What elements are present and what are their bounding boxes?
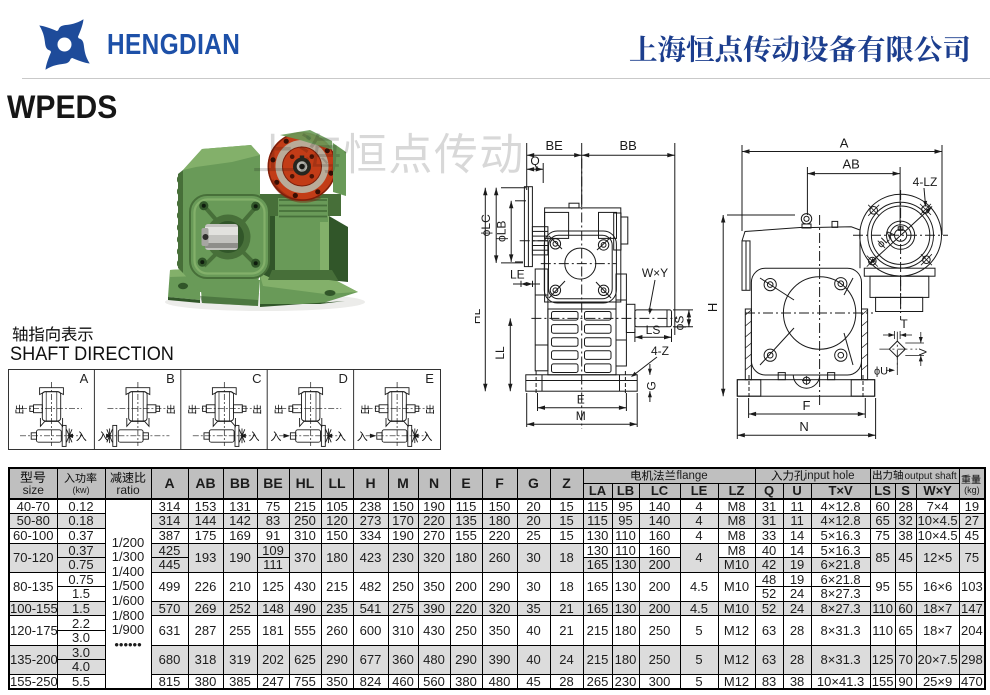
svg-text:E: E	[425, 371, 434, 386]
svg-text:B: B	[166, 371, 175, 386]
svg-text:A: A	[80, 371, 89, 386]
svg-text:LL: LL	[493, 346, 507, 360]
svg-text:ϕLA: ϕLA	[875, 228, 898, 251]
svg-text:T: T	[900, 317, 908, 331]
svg-text:W×Y: W×Y	[642, 266, 668, 280]
svg-text:ϕS: ϕS	[672, 316, 686, 331]
svg-text:ϕU: ϕU	[874, 366, 888, 378]
svg-text:BE: BE	[546, 138, 564, 153]
svg-text:Q: Q	[530, 154, 539, 168]
svg-text:BB: BB	[620, 138, 637, 153]
svg-text:AB: AB	[843, 157, 860, 172]
svg-text:C: C	[252, 371, 261, 386]
svg-text:M: M	[576, 409, 586, 423]
svg-text:ϕLC: ϕLC	[479, 214, 493, 236]
svg-text:E: E	[577, 393, 585, 407]
svg-text:G: G	[645, 381, 659, 390]
svg-text:HL: HL	[475, 308, 483, 324]
svg-text:F: F	[803, 398, 811, 413]
svg-text:H: H	[705, 303, 720, 312]
svg-text:4-LZ: 4-LZ	[913, 175, 938, 189]
svg-text:LS: LS	[646, 323, 661, 337]
svg-text:4-Z: 4-Z	[651, 344, 669, 358]
svg-text:N: N	[799, 419, 808, 434]
svg-text:D: D	[339, 371, 348, 386]
svg-text:V: V	[918, 348, 930, 356]
svg-text:LE: LE	[510, 268, 525, 282]
svg-text:A: A	[840, 136, 849, 151]
svg-text:ϕLB: ϕLB	[495, 221, 509, 242]
